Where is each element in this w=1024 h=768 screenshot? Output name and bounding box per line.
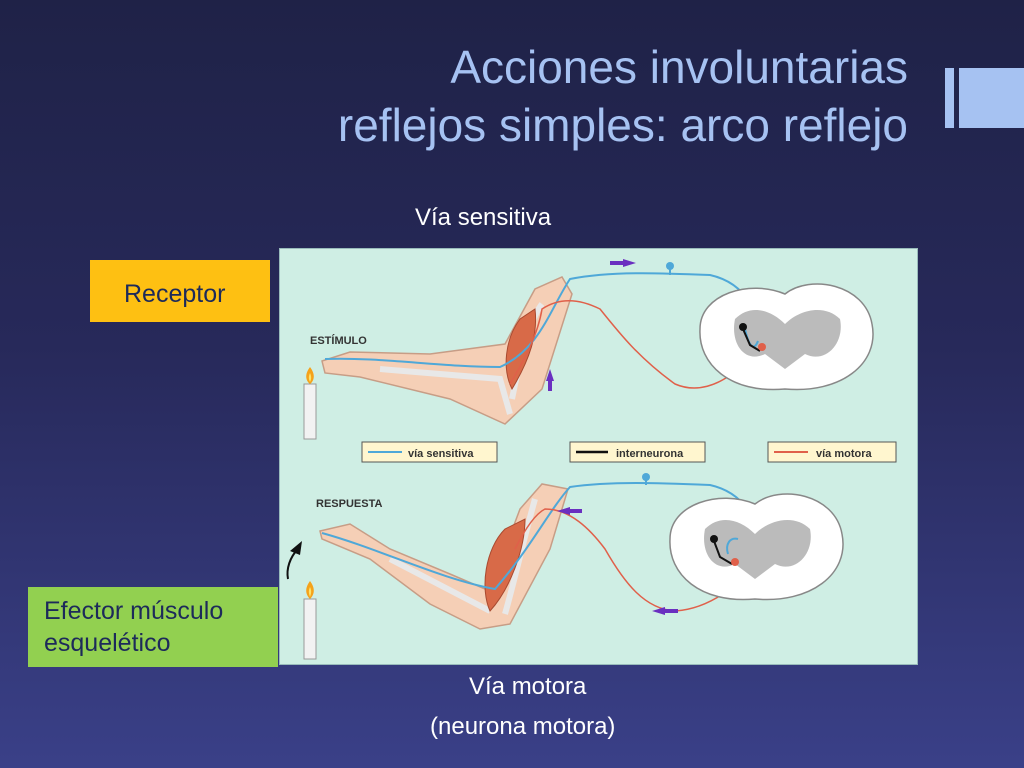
spinal-cord-cross-section-icon — [699, 283, 874, 391]
via-motora-label: Vía motora — [469, 673, 587, 700]
legend-sensitiva: vía sensitiva — [408, 448, 474, 460]
neurona-motora-label: (neurona motora) — [430, 713, 616, 740]
slide-title: Acciones involuntarias reflejos simples:… — [338, 38, 908, 154]
efector-line-1: Efector músculo — [44, 597, 224, 625]
title-line-1: Acciones involuntarias — [450, 41, 908, 93]
legend: vía sensitiva interneurona vía motora — [361, 441, 897, 463]
title-deco-bar-thick — [959, 68, 1024, 128]
spinal-cord-cross-section-icon-bottom — [669, 493, 844, 601]
estimulo-label: ESTÍMULO — [310, 334, 367, 347]
title-deco-bar-thin — [945, 68, 954, 128]
title-line-2: reflejos simples: arco reflejo — [337, 99, 908, 151]
biceps-muscle-icon — [505, 308, 537, 391]
respuesta-label: RESPUESTA — [316, 498, 382, 510]
candle-icon-bottom — [303, 581, 317, 660]
efector-line-2: esquelético — [44, 629, 171, 657]
efector-box: Efector músculo esquelético — [28, 587, 278, 667]
withdraw-arrow-icon — [286, 541, 302, 580]
receptor-box: Receptor — [90, 260, 270, 322]
via-sensitiva-label: Vía sensitiva — [415, 204, 552, 231]
reflex-arc-diagram: ESTÍMULO — [279, 248, 918, 665]
arm-icon — [321, 276, 573, 425]
candle-icon — [303, 367, 317, 440]
legend-motora: vía motora — [816, 448, 873, 460]
legend-interneurona: interneurona — [616, 448, 684, 460]
